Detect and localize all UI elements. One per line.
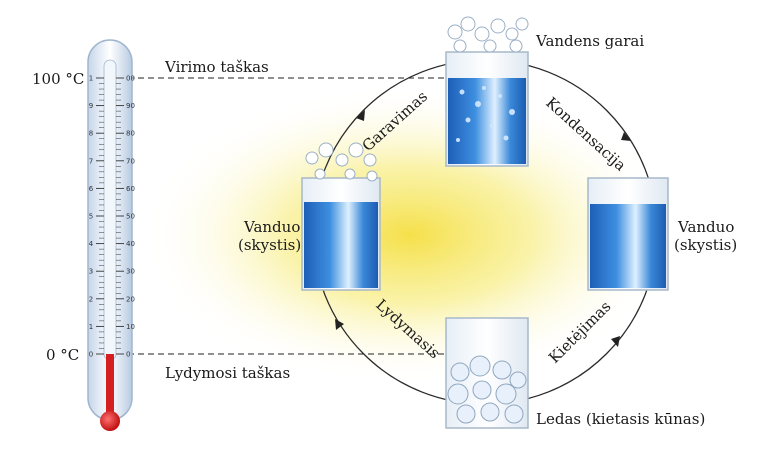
temp-label-0: 0 °C bbox=[46, 346, 79, 364]
arrow-freezing-icon bbox=[611, 336, 620, 347]
thermometer-number-left: 2 bbox=[89, 295, 93, 303]
vapor-label: Vandens garai bbox=[535, 32, 644, 50]
thermometer-number-right: 30 bbox=[126, 268, 135, 276]
thermometer-number-right: 20 bbox=[126, 295, 135, 303]
liquid-left-label-line2: (skystis) bbox=[238, 236, 301, 254]
thermometer-number-left: 0 bbox=[89, 351, 93, 359]
thermometer-number-left: 8 bbox=[89, 130, 93, 138]
ice-label: Ledas (kietasis kūnas) bbox=[536, 410, 705, 428]
heat-glow bbox=[140, 85, 680, 385]
thermometer-number-right: 60 bbox=[126, 185, 135, 193]
thermometer-number-left: 6 bbox=[89, 185, 94, 193]
beaker-vapor bbox=[445, 16, 529, 167]
thermometer-number-left: 7 bbox=[89, 157, 93, 165]
beaker-ice bbox=[445, 317, 529, 429]
arrow-condensation-icon bbox=[621, 132, 631, 141]
thermometer-number-right: 40 bbox=[126, 240, 135, 248]
melting-point-label: Lydymosi taškas bbox=[165, 364, 290, 382]
arrow-evaporation-icon bbox=[356, 110, 365, 121]
thermometer-number-right: 80 bbox=[126, 130, 135, 138]
thermometer-number-right: 90 bbox=[126, 102, 135, 110]
thermometer-number-left: 5 bbox=[89, 213, 93, 221]
thermometer-number-right: 0 bbox=[126, 351, 130, 359]
thermometer-bulb bbox=[100, 411, 120, 431]
thermometer-number-left: 4 bbox=[89, 240, 94, 248]
thermometer-number-right: 50 bbox=[126, 213, 135, 221]
beaker-liquid-left bbox=[301, 142, 381, 291]
mercury-column bbox=[106, 354, 114, 414]
liquid-right-label-line2: (skystis) bbox=[674, 236, 737, 254]
thermometer-number-right: 10 bbox=[126, 323, 135, 331]
thermometer-number-left: 1 bbox=[89, 323, 93, 331]
thermometer-number-left: 9 bbox=[89, 102, 93, 110]
beaker-liquid-right bbox=[587, 177, 669, 291]
thermometer-number-left: 1 bbox=[89, 75, 93, 83]
thermometer-number-right: 70 bbox=[126, 157, 135, 165]
thermometer-number-right: 00 bbox=[126, 75, 135, 83]
thermometer-number-left: 3 bbox=[89, 268, 93, 276]
liquid-left-label-line1: Vanduo bbox=[243, 218, 300, 236]
temp-label-100: 100 °C bbox=[32, 70, 84, 88]
boiling-point-label: Virimo taškas bbox=[164, 58, 269, 76]
arrow-melting-icon bbox=[335, 319, 344, 330]
liquid-right-label-line1: Vanduo bbox=[677, 218, 734, 236]
